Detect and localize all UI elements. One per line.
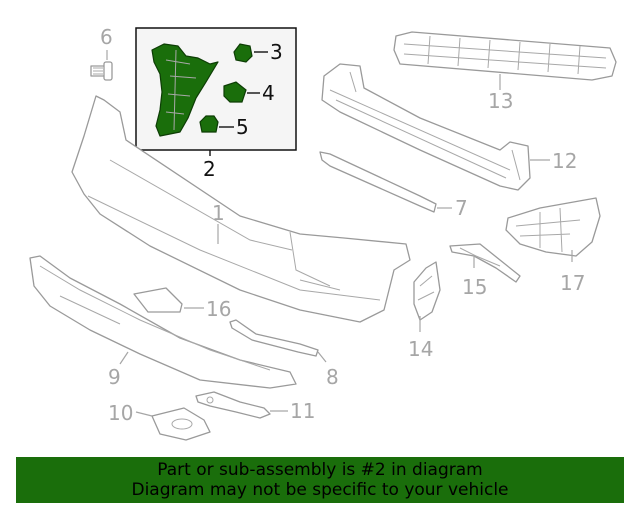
callout-17[interactable]: 17: [560, 271, 585, 295]
callout-2[interactable]: 2: [203, 157, 216, 181]
callout-11[interactable]: 11: [290, 399, 315, 423]
part-16-cover[interactable]: [133, 287, 183, 313]
callout-12[interactable]: 12: [552, 149, 577, 173]
leader-8: [317, 351, 327, 363]
part-8-trim-strip[interactable]: [229, 319, 319, 357]
part-5-clip: [199, 115, 219, 133]
callout-3[interactable]: 3: [270, 40, 283, 64]
part-13-energy-absorber[interactable]: [393, 31, 617, 81]
callout-4[interactable]: 4: [262, 81, 275, 105]
callout-13[interactable]: 13: [488, 89, 513, 113]
part-6-bolt[interactable]: [90, 61, 113, 81]
banner-line-1: Part or sub-assembly is #2 in diagram: [157, 460, 483, 480]
leader-10: [135, 411, 153, 417]
callout-14[interactable]: 14: [408, 337, 433, 361]
part-14-side-panel[interactable]: [413, 261, 441, 321]
callout-9[interactable]: 9: [108, 365, 121, 389]
inset-box-part-2[interactable]: [135, 27, 297, 151]
callout-15[interactable]: 15: [462, 275, 487, 299]
callout-10[interactable]: 10: [108, 401, 133, 425]
callout-7[interactable]: 7: [455, 196, 468, 220]
part-7-strip[interactable]: [319, 151, 437, 213]
info-banner: Part or sub-assembly is #2 in diagram Di…: [16, 457, 624, 503]
callout-1[interactable]: 1: [212, 201, 225, 225]
part-12-reinforcement-beam[interactable]: [321, 63, 531, 191]
part-11-bracket[interactable]: [195, 391, 271, 419]
part-15-bracket[interactable]: [449, 243, 521, 283]
part-2-bracket: [151, 43, 219, 137]
callout-8[interactable]: 8: [326, 365, 339, 389]
banner-line-2: Diagram may not be specific to your vehi…: [131, 480, 509, 500]
leader-9: [119, 351, 129, 365]
callout-6[interactable]: 6: [100, 25, 113, 49]
part-17-bracket[interactable]: [505, 197, 601, 257]
callout-5[interactable]: 5: [236, 115, 249, 139]
part-4-clip: [223, 81, 247, 103]
part-1-bumper-cover[interactable]: [71, 95, 411, 323]
part-10-bezel[interactable]: [151, 407, 211, 441]
parts-diagram: 6 3 4 5 2 12 13 1 7: [29, 25, 617, 441]
callout-16[interactable]: 16: [206, 297, 231, 321]
part-3-clip: [233, 43, 253, 63]
part-9-lower-valance[interactable]: [29, 255, 297, 389]
